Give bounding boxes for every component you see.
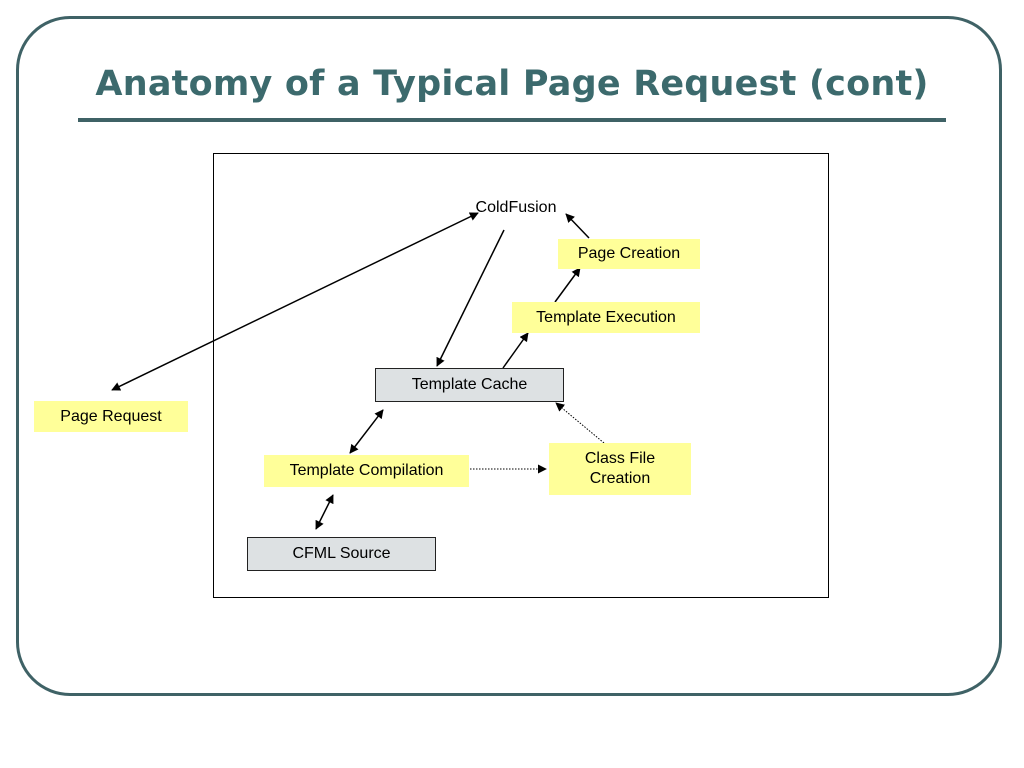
node-template-execution: Template Execution (512, 302, 700, 333)
node-cfml-source: CFML Source (247, 537, 436, 571)
arrow-coldfusion-cache (436, 229, 505, 367)
node-template-compilation: Template Compilation (264, 455, 469, 487)
node-class-file-creation: Class File Creation (549, 443, 691, 495)
slide-title: Anatomy of a Typical Page Request (cont) (95, 64, 929, 104)
arrow-cache-execution (502, 332, 529, 369)
arrow-compilation-source (315, 494, 334, 530)
title-rule (78, 118, 946, 122)
node-template-cache: Template Cache (375, 368, 564, 402)
node-coldfusion: ColdFusion (475, 199, 557, 216)
slide-frame (16, 16, 1002, 696)
arrow-request-coldfusion (111, 212, 479, 391)
arrow-execution-creation (554, 267, 581, 303)
arrow-classfile-cache (555, 402, 605, 444)
arrow-cache-compilation (349, 409, 384, 454)
arrow-creation-coldfusion (565, 213, 590, 239)
node-page-request: Page Request (34, 401, 188, 432)
node-page-creation: Page Creation (558, 239, 700, 269)
